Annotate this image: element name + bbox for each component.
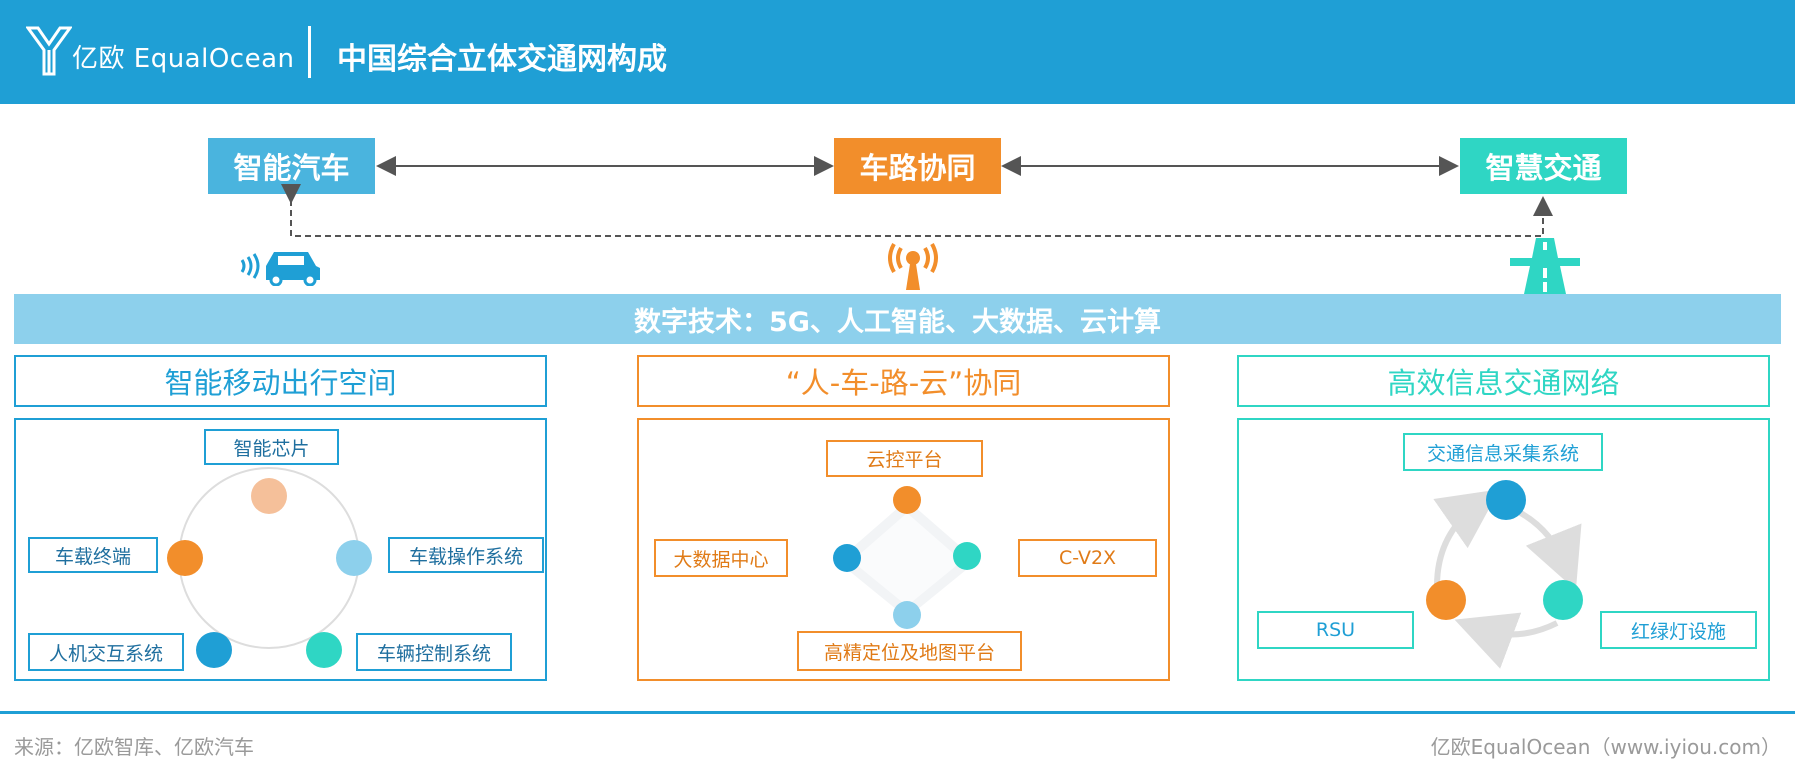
header-divider — [308, 26, 311, 78]
mobility-cycle-diagram — [167, 467, 372, 668]
label-hmi-system: 人机交互系统 — [28, 633, 184, 671]
network-node-blue — [1486, 480, 1526, 520]
label-traffic-info-collection: 交通信息采集系统 — [1403, 433, 1603, 471]
tech-band: 数字技术：5G、人工智能、大数据、云计算 — [14, 294, 1781, 344]
footer-source: 来源：亿欧智库、亿欧汽车 — [14, 735, 254, 759]
label-in-car-terminal: 车载终端 — [28, 537, 158, 573]
section-mobility-panel — [14, 418, 547, 681]
cycle-node-peach — [251, 478, 287, 514]
diamond-node-right — [953, 542, 981, 570]
diamond-node-bottom — [893, 601, 921, 629]
network-cycle-diagram — [1426, 480, 1583, 669]
label-in-car-os: 车载操作系统 — [388, 537, 544, 573]
cycle-node-orange — [167, 540, 203, 576]
label-smart-chip: 智能芯片 — [204, 429, 339, 465]
header-bar — [0, 0, 1795, 104]
label-vehicle-control-system: 车辆控制系统 — [356, 633, 512, 671]
label-traffic-light-facility: 红绿灯设施 — [1600, 611, 1757, 649]
coop-diamond-diagram — [833, 486, 981, 629]
cycle-node-blue — [196, 632, 232, 668]
label-rsu: RSU — [1257, 611, 1414, 649]
section-coop-title: “人-车-路-云”协同 — [637, 355, 1170, 407]
signal-tower-icon — [888, 243, 938, 290]
logo-text: 亿欧 EqualOcean — [72, 44, 295, 74]
label-hd-positioning-map: 高精定位及地图平台 — [797, 631, 1022, 671]
section-network-panel — [1237, 418, 1770, 681]
road-icon — [1510, 238, 1580, 294]
car-icon — [240, 252, 320, 286]
cycle-node-sky — [336, 540, 372, 576]
cycle-node-teal — [306, 632, 342, 668]
network-node-orange — [1426, 580, 1466, 620]
logo-mark-icon — [26, 26, 72, 76]
section-mobility-title: 智能移动出行空间 — [14, 355, 547, 407]
section-coop-panel — [637, 418, 1170, 681]
label-cloud-control-platform: 云控平台 — [826, 440, 983, 477]
section-network-title: 高效信息交通网络 — [1237, 355, 1770, 407]
diamond-node-top — [893, 486, 921, 514]
footer-brand: 亿欧EqualOcean（www.iyiou.com） — [1430, 735, 1781, 759]
diamond-node-left — [833, 544, 861, 572]
label-c-v2x: C-V2X — [1018, 539, 1157, 577]
footer-divider — [0, 711, 1795, 714]
connector-arrows — [281, 156, 1553, 237]
label-big-data-center: 大数据中心 — [654, 539, 788, 577]
network-node-teal — [1543, 580, 1583, 620]
page-title: 中国综合立体交通网构成 — [337, 42, 667, 77]
